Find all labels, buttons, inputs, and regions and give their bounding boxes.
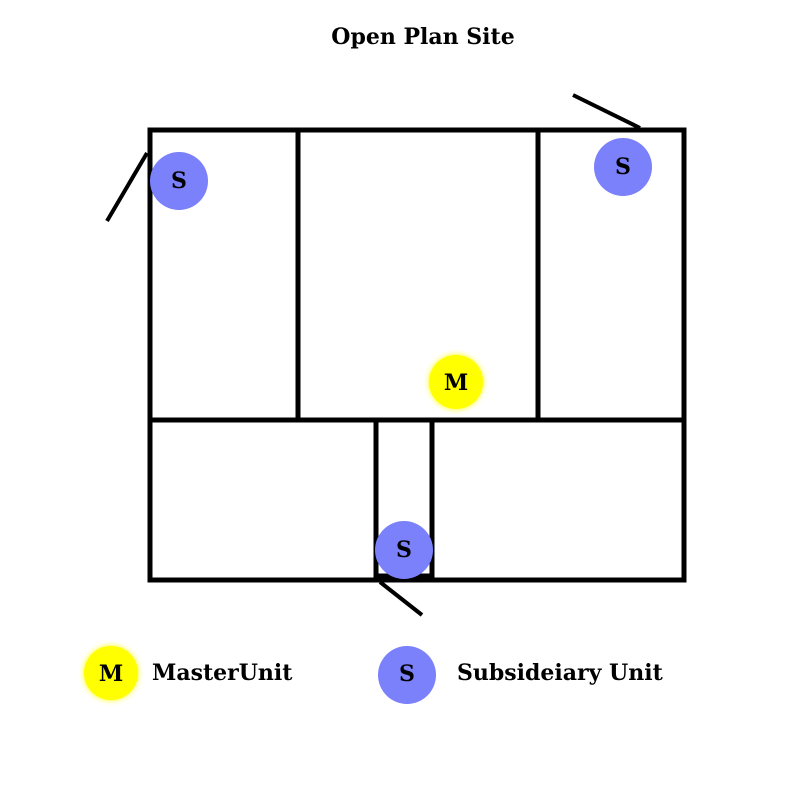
subsidiary-unit-label: S (396, 537, 412, 563)
subsidiary-unit-marker (375, 521, 433, 579)
subsidiary-unit: S (375, 521, 433, 579)
legend: M MasterUnit S Subsideiary Unit (84, 646, 664, 704)
master-unit: M (429, 355, 483, 409)
legend-master-swatch (84, 646, 138, 700)
subsidiary-unit-marker (594, 138, 652, 196)
subsidiary-unit: S (594, 138, 652, 196)
legend-master: M MasterUnit (84, 646, 293, 700)
legend-subsidiary-swatch (378, 646, 436, 704)
door-bottom (378, 580, 424, 617)
subsidiary-unit: S (150, 152, 208, 210)
diagram-title: Open Plan Site (331, 24, 514, 50)
legend-subsidiary: S Subsideiary Unit (378, 646, 664, 704)
subsidiary-unit-marker (150, 152, 208, 210)
legend-master-letter: M (99, 661, 123, 687)
door-left (105, 151, 149, 223)
subsidiary-unit-label: S (171, 168, 187, 194)
door-top-right (572, 93, 641, 130)
master-unit-label: M (444, 370, 468, 396)
legend-master-label: MasterUnit (152, 660, 293, 686)
legend-subsidiary-label: Subsideiary Unit (457, 660, 664, 686)
master-unit-marker (429, 355, 483, 409)
legend-subsidiary-letter: S (399, 661, 415, 687)
outer-wall (147, 127, 687, 583)
subsidiary-unit-label: S (615, 154, 631, 180)
